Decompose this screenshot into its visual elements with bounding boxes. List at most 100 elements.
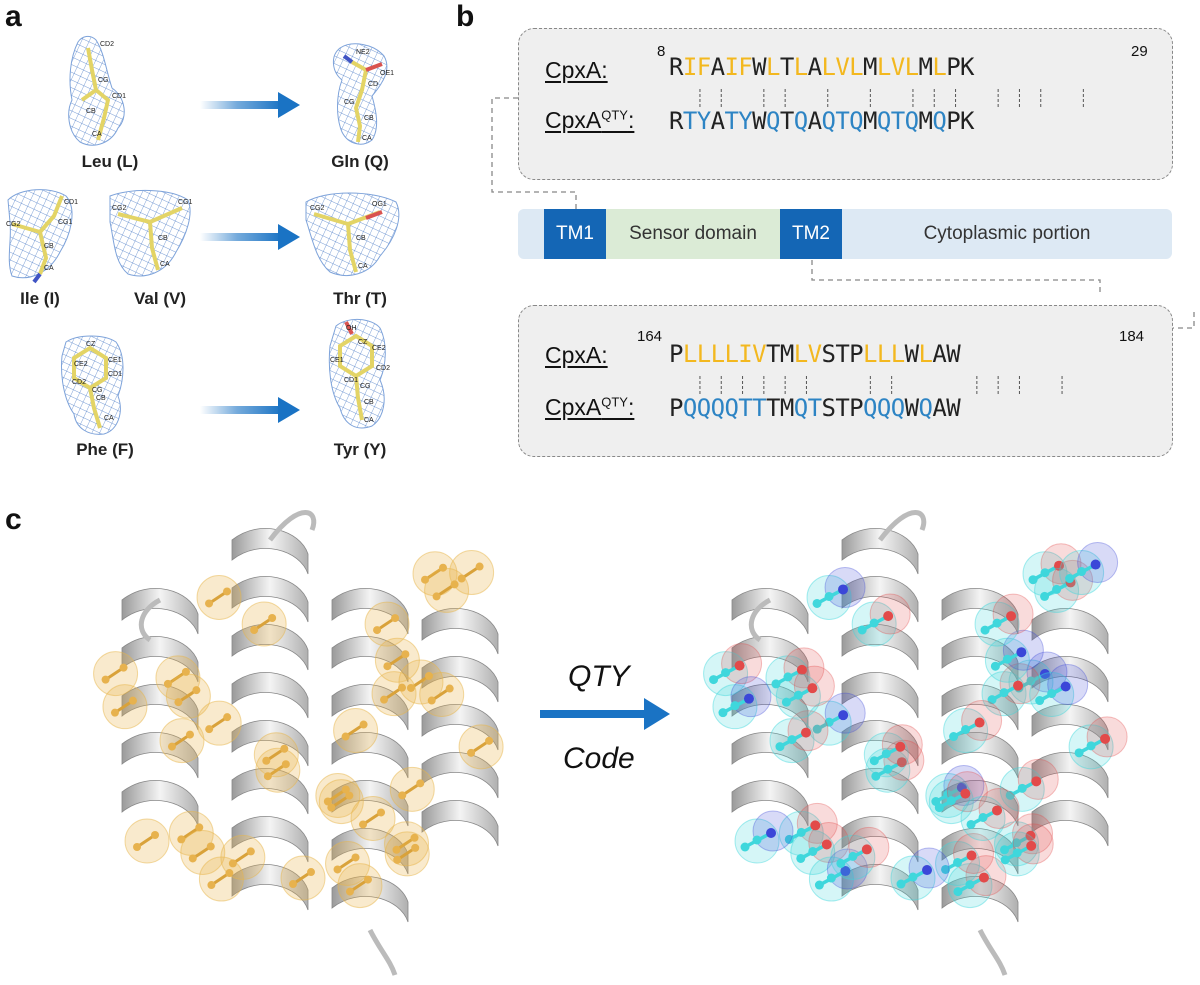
atom-carbon [848, 851, 858, 861]
atom-carbon [391, 614, 400, 623]
atom-label: CD1 [344, 377, 358, 384]
residue-letter: Q [876, 107, 891, 135]
atom-carbon [416, 779, 425, 788]
atom-carbon [411, 843, 420, 852]
atom-label: CA [92, 131, 102, 138]
atom-carbon [398, 791, 407, 800]
residue-letter: T [738, 394, 753, 422]
residue-letter: L [849, 53, 864, 81]
phe-density: CZ CE2 CE1 CD2 CD1 CB CA CG [61, 335, 124, 435]
helix-turn [731, 780, 809, 827]
atom-carbon [824, 591, 834, 601]
helix-turn [421, 704, 499, 751]
atom-carbon [740, 842, 750, 852]
residue-letter: Q [890, 394, 905, 422]
residue-letter: Q [696, 394, 711, 422]
atom-carbon [281, 760, 290, 769]
helix-turn [421, 800, 499, 847]
atom-oxygen [734, 660, 745, 671]
atom-carbon [953, 857, 963, 867]
atom-label: CZ [358, 339, 368, 346]
residue-letter: R [669, 107, 683, 135]
atom-carbon [1035, 696, 1045, 706]
helix-turn [231, 768, 309, 815]
atom-carbon [392, 845, 401, 854]
atom-carbon [1074, 748, 1084, 758]
residue-letter: V [890, 53, 905, 81]
atom-carbon [383, 662, 392, 671]
atom-carbon [1005, 790, 1015, 800]
atom-carbon [980, 625, 990, 635]
atom-carbon [225, 869, 234, 878]
atom-nitrogen [838, 710, 849, 721]
atom-carbon [206, 842, 215, 851]
atom-carbon [1028, 575, 1038, 585]
atom-label: CG [360, 383, 371, 390]
loop [138, 597, 162, 643]
atom-carbon [457, 574, 466, 583]
residue-letter: S [821, 394, 836, 422]
residue-letter: T [724, 107, 739, 135]
atom-label: CG1 [58, 219, 73, 226]
atom-carbon [1017, 783, 1027, 793]
helix-turn [841, 864, 919, 911]
atom-carbon [771, 679, 781, 689]
atom-carbon [363, 875, 372, 884]
atom-carbon [752, 835, 762, 845]
atom-carbon [207, 881, 216, 890]
residue-letter: Y [738, 107, 753, 135]
atom-carbon [450, 580, 459, 589]
helix-turn [731, 588, 809, 635]
helix-turn [731, 636, 809, 683]
residue-letter: W [752, 107, 767, 135]
helix-turn [331, 636, 409, 683]
leu-density: CD2 CG CD1 CB CA [68, 35, 126, 146]
atom-carbon [836, 858, 846, 868]
atom-carbon [223, 713, 232, 722]
residue-letter: Q [724, 394, 739, 422]
atom-oxygen [861, 844, 872, 855]
residue-letter: T [779, 107, 794, 135]
helix-turn [231, 528, 309, 575]
atom-carbon [205, 599, 214, 608]
atom-label: CB [364, 399, 374, 406]
atom-carbon [445, 684, 454, 693]
residue-letter: K [960, 107, 974, 135]
atom-label: CZ [86, 341, 96, 348]
sequence-box-tm2: CpxA: CpxAQTY: 164 184 PLLLLIVTMLVSTPLLL… [518, 305, 1173, 457]
sequence-qty: RTYATYWQTQAQTQMQTQMQPK [669, 107, 975, 135]
atom-carbon [869, 756, 879, 766]
residue-label-phe: Phe (F) [76, 440, 134, 459]
residue-letter: L [863, 340, 877, 368]
residue-letter: T [835, 107, 850, 135]
seq-end-number: 184 [1119, 328, 1145, 345]
residue-letter: L [724, 340, 739, 368]
residue-letter: F [738, 53, 753, 81]
atom-label: CD1 [64, 199, 78, 206]
helix-turn [421, 656, 499, 703]
atom-nitrogen [1060, 681, 1071, 692]
residue-label-ile: Ile (I) [20, 289, 60, 308]
residue-letter: W [904, 394, 919, 422]
thr-density: CG2 OG1 CB CA [305, 192, 400, 276]
seq-name-sup: QTY [601, 107, 628, 123]
helix-turn [1031, 800, 1109, 847]
domain-bar: TM1 Sensor domain TM2 Cytoplasmic portio… [518, 209, 1172, 259]
atom-carbon [427, 696, 436, 705]
panel-label-a: a [5, 0, 22, 33]
atom-carbon [812, 724, 822, 734]
residue-letter: P [946, 53, 961, 81]
atom-label: CA [104, 415, 114, 422]
residue-letter: L [696, 340, 711, 368]
residue-letter: W [946, 340, 961, 368]
residue-letter: Q [918, 394, 933, 422]
residue-letter: P [946, 107, 961, 135]
residue-letter: M [918, 53, 933, 81]
atom-oxygen [1025, 830, 1036, 841]
residue-letter: L [710, 340, 725, 368]
atom-label: CD2 [376, 365, 390, 372]
residue-letter: Q [904, 107, 919, 135]
seq-name-sup: QTY [601, 394, 628, 410]
atom-label: OH [346, 325, 357, 332]
qty-code-arrow [540, 698, 670, 730]
